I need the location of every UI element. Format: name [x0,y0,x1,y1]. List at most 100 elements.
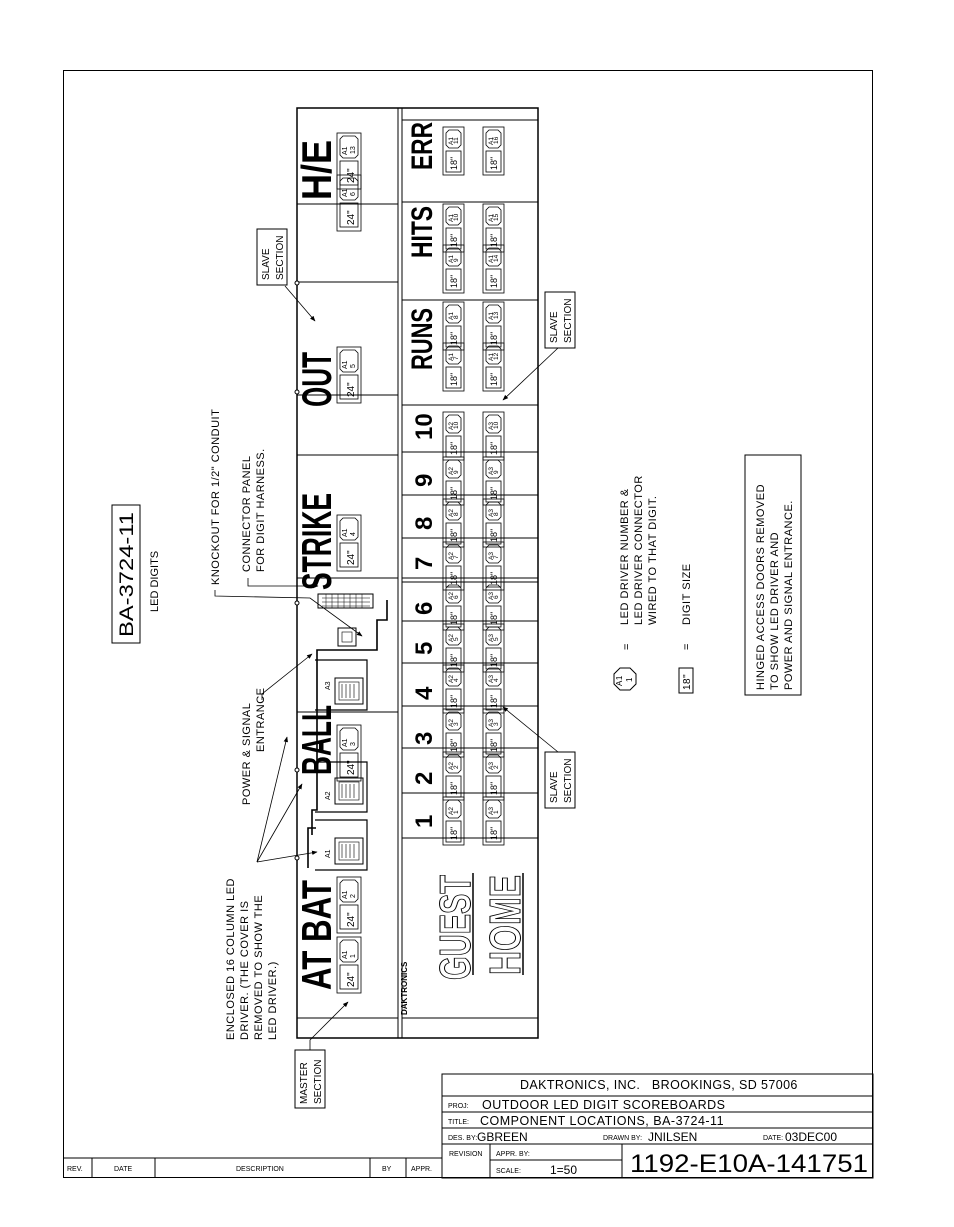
label-hits: HITS [406,206,439,258]
digit-size: 18" [449,654,459,667]
digit-num: 15 [493,213,500,221]
digit-size: 18" [489,234,499,247]
digit-num: 13 [493,311,500,319]
digit-size: 18" [449,529,459,542]
label-out: OUT [293,352,340,407]
digit-size: 18" [489,572,499,585]
slave-section-3b: SECTION [563,759,574,803]
digit-driver: A3 [488,675,495,683]
tb-appr-label: APPR. BY: [496,1151,530,1158]
callout-enclosed-3: REMOVED TO SHOW THE [253,895,265,1040]
led-driver-a2 [315,761,368,813]
inning-number-5: 5 [411,642,438,655]
digit-driver: A1 [342,360,349,369]
digit-driver: A2 [448,807,455,815]
digit-num: 6 [350,192,357,196]
label-h-e: H/E [293,140,340,200]
slave-section-box-3 [544,751,576,809]
digit-driver: A3 [488,807,495,815]
inning-number-1: 1 [411,815,438,828]
tb-company: DAKTRONICS, INC. BROOKINGS, SD 57006 [520,1078,798,1092]
digit-driver: A1 [448,214,455,222]
legend-hinged-2: TO SHOW LED DRIVER AND [769,532,781,690]
driver-tag-a3: A3 [325,681,332,690]
digit-driver: A1 [342,146,349,155]
digit-num: 5 [493,637,500,641]
digit-num: 4 [453,678,460,682]
digit-num: 1 [493,810,500,814]
digit-driver: A3 [488,467,495,475]
digit-driver: A1 [448,312,455,320]
digit-num: 2 [350,894,357,898]
legend-eq-2: = [681,643,693,650]
slave-section-3a: SLAVE [549,771,560,803]
digit-driver: A2 [448,719,455,727]
master-section-2: SECTION [313,1060,324,1104]
legend-size-box [678,667,694,694]
digit-size: 18" [449,487,459,500]
digit-num: 2 [493,765,500,769]
digit-driver: A2 [448,467,455,475]
inning-number-3: 3 [411,732,438,745]
digit-num: 10 [493,421,500,429]
digit-size: 18" [489,782,499,795]
slave-section-2b: SECTION [563,299,574,343]
digit-size: 18" [449,739,459,752]
digit-num: 6 [493,595,500,599]
digit-size: 18" [489,739,499,752]
digit-size: 18" [449,234,459,247]
digit-size: 18" [449,332,459,345]
digit-num: 7 [493,555,500,559]
legend-eq-1: = [621,643,633,650]
digit-driver: A2 [448,592,455,600]
legend-size-symbol: 18" [682,674,693,690]
digit-size: 18" [449,572,459,585]
tb-date: 03DEC00 [785,1130,837,1144]
digit-size: 18" [449,695,459,708]
digit-size: 18" [489,275,499,288]
digit-num: 1 [350,954,357,958]
rev-col-appr: APPR. [411,1166,432,1173]
digit-driver: A1 [448,137,455,145]
slave-section-box-2 [544,291,576,349]
scoreboard-outline [294,107,539,1039]
digit-num: 9 [453,258,460,262]
digit-num: 10 [453,421,460,429]
digit-num: 4 [493,678,500,682]
digit-size: 18" [489,827,499,840]
digit-num: 6 [453,595,460,599]
digit-driver: A3 [488,509,495,517]
digit-size: 24" [346,760,357,775]
label-err: ERR [406,122,439,170]
tb-scale-label: SCALE: [496,1168,521,1175]
callout-enclosed-2: DRIVER. (THE COVER IS [239,901,251,1040]
digit-driver: A2 [448,675,455,683]
digit-size: 18" [449,827,459,840]
callout-enclosed-1: ENCLOSED 16 COLUMN LED [225,878,237,1040]
doc-subtitle: LED DIGITS [149,551,161,612]
tb-scale: 1=50 [550,1163,577,1177]
brand-daktronics: DAKTRONICS [400,961,409,1015]
digit-num: 11 [453,137,460,144]
digit-size: 24" [346,210,357,225]
inning-number-10: 10 [411,413,438,440]
master-section-1: MASTER [299,1062,310,1104]
digit-num: 12 [493,352,500,360]
